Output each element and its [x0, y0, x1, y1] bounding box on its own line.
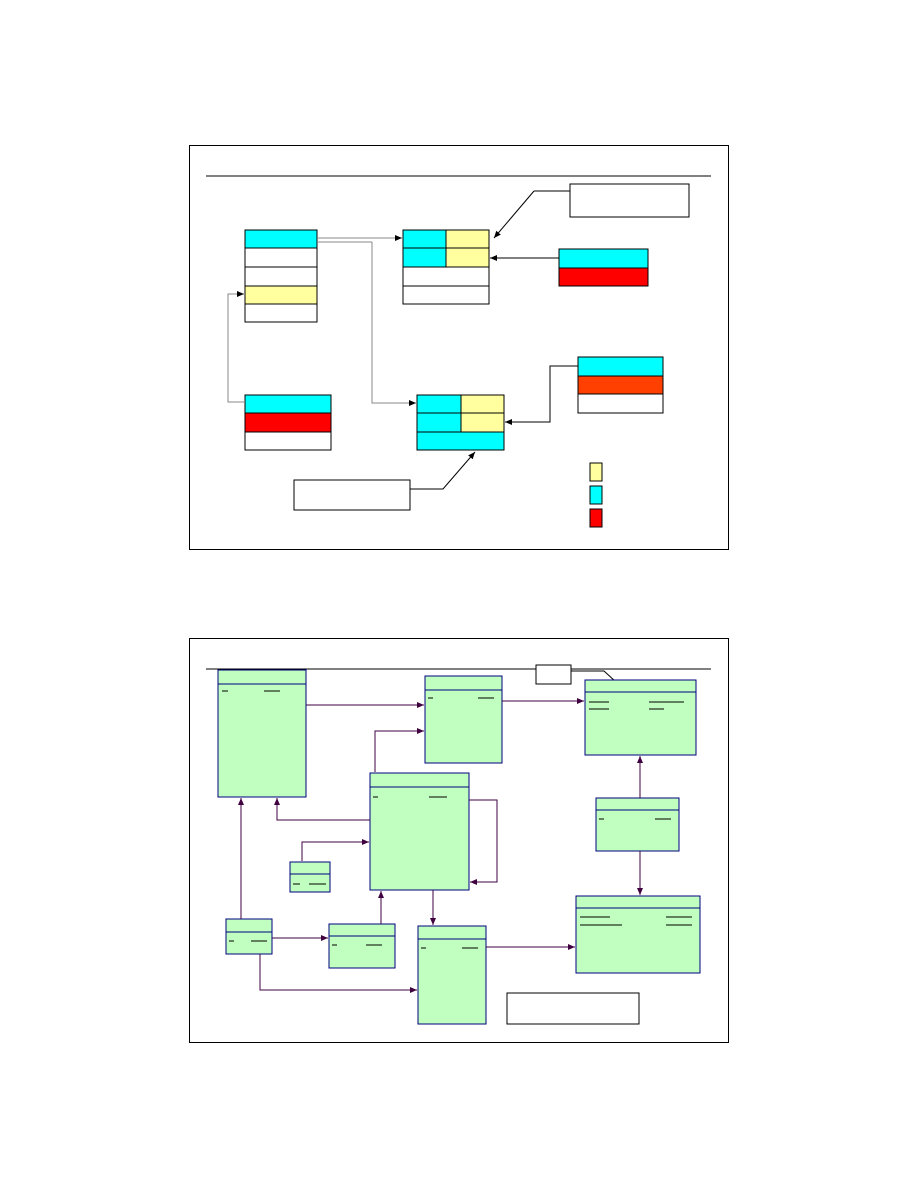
legend	[589, 462, 603, 528]
top-callout-box	[569, 183, 690, 218]
legend-swatch-red	[589, 508, 603, 528]
f-to-d-arrow	[505, 365, 578, 425]
legend-swatch-cyan	[589, 485, 603, 505]
e-to-a-arrow	[227, 291, 245, 403]
connectors	[238, 698, 643, 993]
entity-d	[416, 394, 505, 451]
class-box-2	[424, 675, 503, 764]
bottom-callout-box	[293, 479, 411, 511]
entity-b	[402, 229, 490, 305]
large-callout-box	[506, 992, 640, 1025]
class-box-8	[225, 918, 273, 955]
entity-e	[244, 394, 332, 451]
class-box-4	[369, 772, 470, 891]
class-box-3	[584, 679, 697, 756]
class-box-10	[417, 925, 487, 1025]
top-callout-arrow	[493, 190, 535, 239]
class-box-6	[289, 861, 331, 893]
class-box-5	[595, 797, 680, 852]
entity-f	[577, 356, 664, 414]
a-to-d-arrow	[371, 242, 416, 406]
entity-a	[244, 229, 318, 323]
small-callout-box	[535, 664, 572, 685]
class-box-1	[217, 669, 307, 798]
legend-swatch-yellow	[589, 462, 603, 482]
class-box-9	[328, 923, 396, 969]
entity-c	[558, 248, 649, 287]
class-box-7	[575, 895, 701, 974]
bottom-callout-arrow	[410, 451, 476, 490]
